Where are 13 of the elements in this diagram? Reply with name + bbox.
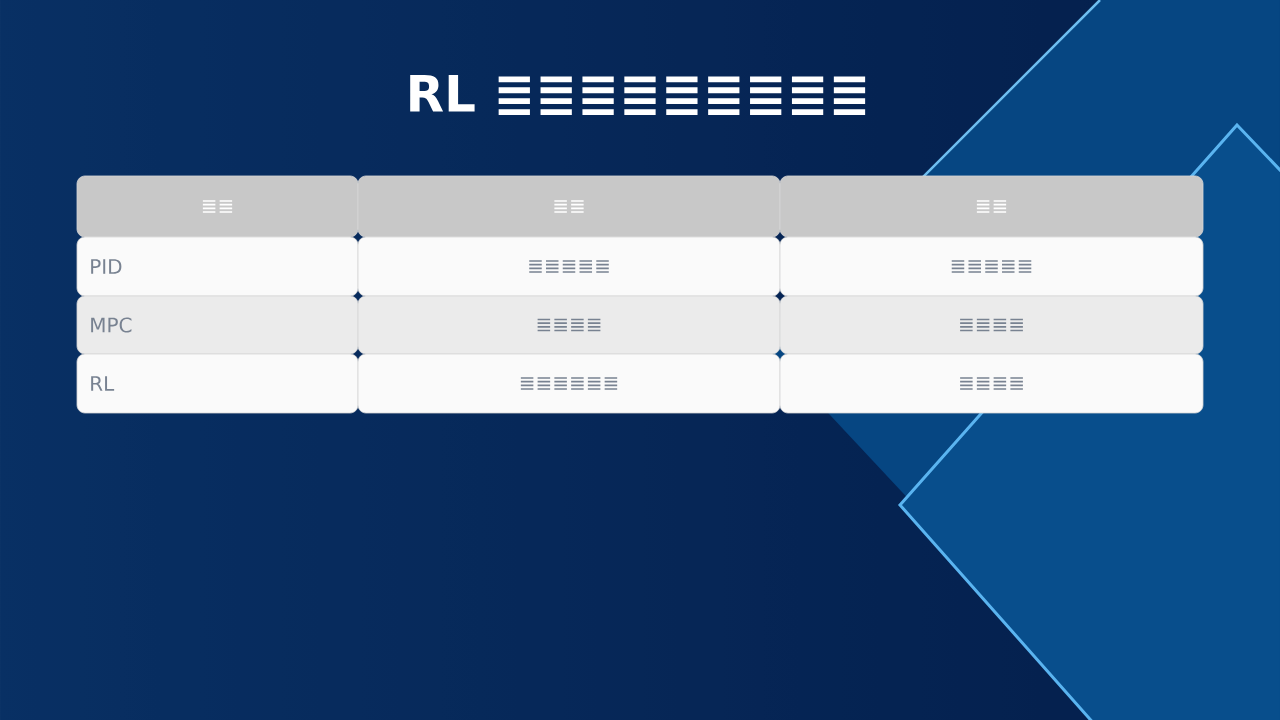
table-cell: PID xyxy=(76,236,359,297)
table-header-cell: ≣≣ xyxy=(779,175,1204,238)
table-cell: ≣≣≣≣ xyxy=(779,295,1204,355)
table-cell: ≣≣≣≣≣ xyxy=(357,236,781,297)
table-cell: RL xyxy=(76,353,359,414)
table-cell: ≣≣≣≣ xyxy=(779,353,1204,414)
table-header-cell: ≣≣ xyxy=(76,175,359,238)
table-cell: ≣≣≣≣ xyxy=(357,295,781,355)
table-cell: ≣≣≣≣≣ xyxy=(779,236,1204,297)
table-cell: MPC xyxy=(76,295,359,355)
table-header-cell: ≣≣ xyxy=(357,175,781,238)
table-cell: ≣≣≣≣≣≣ xyxy=(357,353,781,414)
slide-title: RL ≣≣≣≣≣≣≣≣≣ xyxy=(410,74,866,116)
